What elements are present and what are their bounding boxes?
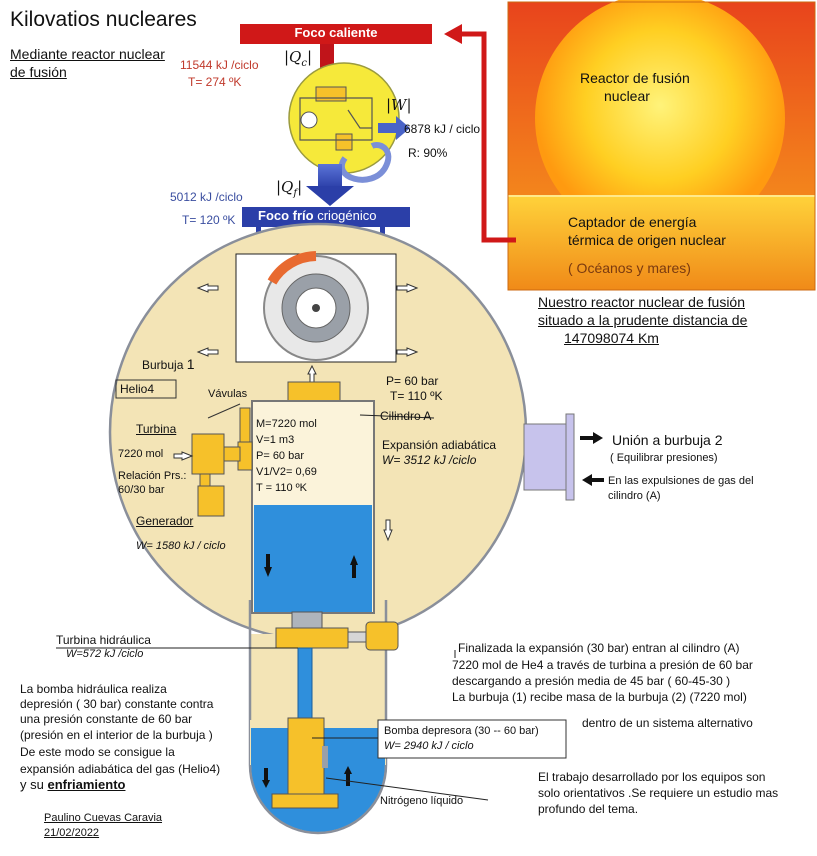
union-port bbox=[523, 413, 604, 501]
author-name: Paulino Cuevas Caravia bbox=[44, 812, 163, 824]
expansion-label: Expansión adiabática bbox=[382, 438, 497, 452]
turbine-mol-in: 7220 mol bbox=[118, 448, 164, 460]
union-expulsion-line2: cilindro (A) bbox=[608, 490, 661, 502]
hydraulic-turbine bbox=[275, 611, 399, 723]
hot-source-label: Foco caliente bbox=[294, 25, 378, 40]
subtitle-line1: Mediante reactor nuclear bbox=[10, 46, 165, 62]
hot-energy: 11544 kJ /ciclo bbox=[180, 58, 259, 72]
cylinder-volume: V=1 m3 bbox=[256, 434, 295, 446]
left-text-line1: La bomba hidráulica realiza bbox=[20, 682, 167, 696]
hot-temp: T= 274 ºK bbox=[188, 75, 242, 89]
cylinder-pressure: P= 60 bar bbox=[256, 450, 305, 462]
cylinder-mass: M=7220 mol bbox=[256, 418, 317, 430]
pump-label: Bomba depresora (30 -- 60 bar) bbox=[384, 725, 539, 737]
sun-reactor-line1: Reactor de fusión bbox=[580, 70, 690, 86]
hydro-turbine-label: Turbina hidráulica bbox=[56, 633, 151, 647]
note-line1: El trabajo desarrollado por los equipos … bbox=[538, 770, 766, 784]
leader-lines bbox=[56, 414, 489, 801]
qf-symbol: |Qf| bbox=[276, 178, 303, 199]
cylinder-volume-ratio: V1/V2= 0,69 bbox=[256, 466, 317, 478]
cold-energy: 5012 kJ /ciclo bbox=[170, 190, 243, 204]
helio-box bbox=[115, 379, 177, 399]
generator-work: W= 1580 kJ / ciclo bbox=[136, 540, 226, 552]
turbine-label: Turbina bbox=[136, 422, 177, 436]
sun-caption-line1: Nuestro reactor nuclear de fusión bbox=[538, 294, 745, 310]
left-text-line7: y su enfriamiento bbox=[20, 777, 126, 792]
cylinder-a bbox=[251, 400, 375, 614]
union-label: Unión a burbuja 2 bbox=[612, 432, 723, 448]
work-arrow bbox=[378, 116, 410, 140]
qc-symbol: |Qc| bbox=[284, 48, 313, 69]
pump-work: W= 2940 kJ / ciclo bbox=[384, 740, 474, 752]
sun-reactor-line2: nuclear bbox=[604, 88, 650, 104]
sun-caption-line2: situado a la prudente distancia de bbox=[538, 312, 748, 328]
right-text-line3: descargando a presión media de 45 bar ( … bbox=[452, 674, 731, 688]
top-pressure: P= 60 bar bbox=[386, 374, 439, 388]
hydro-turbine-work: W=572 kJ /ciclo bbox=[66, 648, 144, 660]
work-symbol: |W| bbox=[386, 96, 412, 114]
work-energy: 6878 kJ / ciclo bbox=[404, 122, 481, 136]
nitrogen-label: Nitrógeno líquido bbox=[380, 795, 464, 807]
author-date: 21/02/2022 bbox=[44, 827, 100, 839]
down-arrow bbox=[383, 519, 393, 542]
hot-connector-arrow bbox=[444, 24, 516, 243]
note-line2: solo orientativos .Se requiere un estudi… bbox=[538, 786, 779, 800]
cylinder-label: Cilindro A bbox=[380, 409, 432, 423]
left-text-line6: expansión adiabática del gas (Helio4) bbox=[20, 762, 221, 776]
union-expulsion-line1: En las expulsiones de gas del bbox=[608, 475, 754, 487]
cold-source-label: Foco frío criogénico bbox=[258, 208, 377, 223]
sun-captor-line2: térmica de origen nuclear bbox=[568, 232, 726, 248]
left-text-line2: depresión ( 30 bar) constante contra bbox=[20, 697, 214, 711]
subtitle-line2: de fusión bbox=[10, 64, 67, 80]
work-efficiency: R: 90% bbox=[408, 146, 448, 160]
expansion-work: W= 3512 kJ /ciclo bbox=[382, 453, 477, 467]
heat-engine-icon bbox=[288, 62, 400, 183]
sun-oceans: ( Océanos y mares) bbox=[568, 260, 691, 276]
union-note: ( Equilibrar presiones) bbox=[610, 452, 718, 464]
right-text-line1: Finalizada la expansión (30 bar) entran … bbox=[458, 641, 740, 655]
heat-exchanger-box bbox=[235, 251, 397, 363]
sun-captor-line1: Captador de energía bbox=[568, 214, 697, 230]
heat-flow-arrows bbox=[196, 283, 419, 383]
gas-in-arrow bbox=[173, 451, 194, 461]
note-line3: profundo del tema. bbox=[538, 802, 639, 816]
hot-source-bar bbox=[240, 24, 432, 44]
qf-arrow bbox=[306, 164, 354, 206]
pressure-ratio-line2: 60/30 bar bbox=[118, 484, 165, 496]
top-temperature: T= 110 ºK bbox=[390, 389, 443, 403]
left-text-line3: una presión constante de 60 bar bbox=[20, 712, 193, 726]
page-title: Kilovatios nucleares bbox=[10, 8, 197, 31]
sun-caption-line3: 147098074 Km bbox=[564, 330, 659, 346]
helio-label: Helio4 bbox=[120, 382, 155, 396]
bubble-name: Burbuja 1 bbox=[142, 356, 195, 372]
left-text-line5: De este modo se consigue la bbox=[20, 745, 175, 759]
cylinder-top-port bbox=[287, 381, 341, 403]
cold-source-bar bbox=[242, 207, 410, 227]
cylinder-temperature: T = 110 ºK bbox=[256, 482, 308, 494]
right-text-line5: dentro de un sistema alternativo bbox=[582, 716, 753, 730]
generator-label: Generador bbox=[136, 514, 194, 528]
pump-column bbox=[262, 717, 352, 809]
left-text-line4: (presión en el interior de la burbuja ) bbox=[20, 728, 213, 742]
turbine-group bbox=[191, 403, 253, 517]
sun-image bbox=[507, 0, 816, 291]
right-text-line2: 7220 mol de He4 a través de turbina a pr… bbox=[452, 658, 753, 672]
pump-box bbox=[377, 719, 567, 759]
valves-label: Vávulas bbox=[208, 388, 248, 400]
pressure-ratio-line1: Relación Prs.: bbox=[118, 470, 187, 482]
right-text-line4: La burbuja (1) recibe masa de la burbuja… bbox=[452, 690, 747, 704]
cold-temp: T= 120 ºK bbox=[182, 213, 236, 227]
